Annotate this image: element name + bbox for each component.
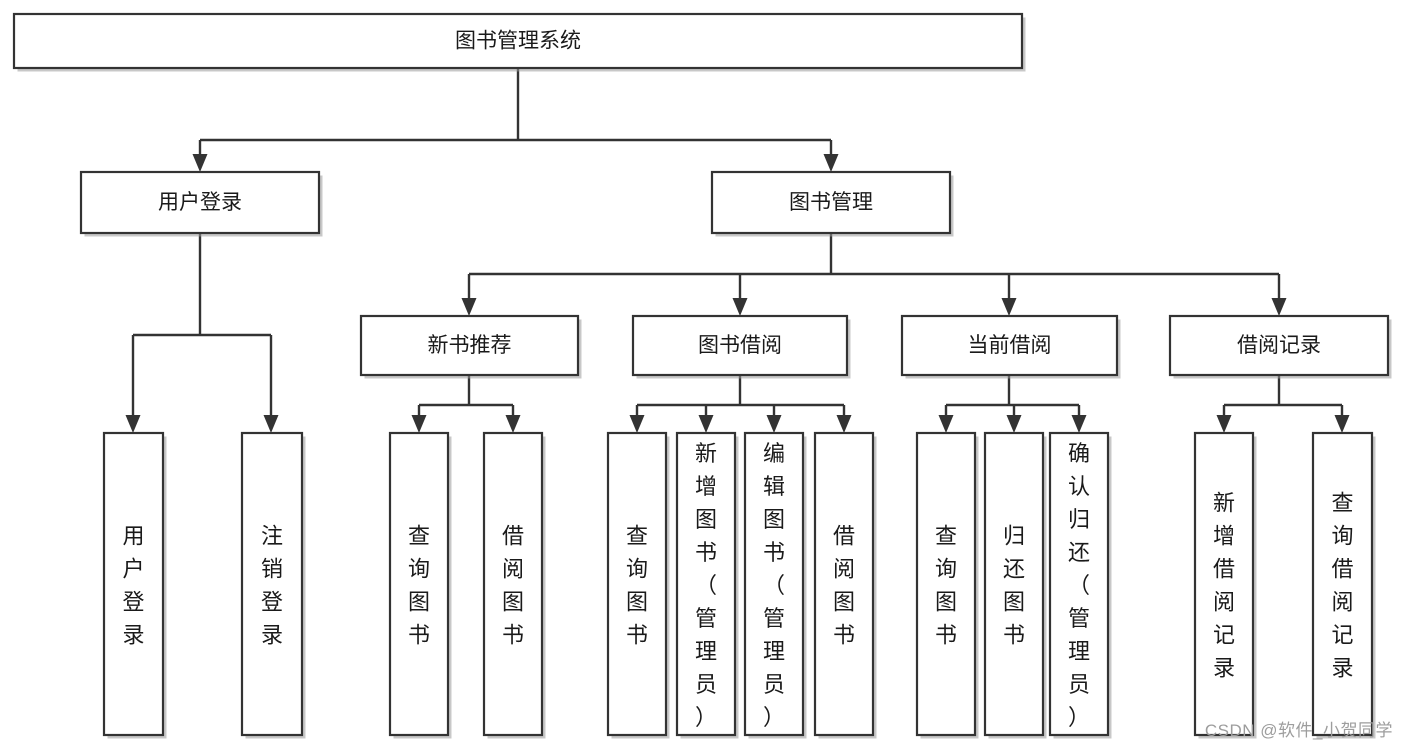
node-label: 图书管理 [789, 191, 873, 214]
node-label: 归还图书 [1003, 524, 1025, 648]
node-rect[interactable] [388, 431, 450, 737]
node-user-login[interactable]: 用户登录 [79, 170, 323, 237]
arrow-head-icon [836, 415, 852, 433]
arrow-head-icon [766, 415, 782, 433]
connector-borrow-to-leaves [629, 375, 852, 433]
arrow-head-icon [698, 415, 714, 433]
arrow-head-icon [125, 415, 141, 433]
node-label: 新书推荐 [428, 334, 512, 357]
node-rect[interactable] [1048, 431, 1110, 737]
arrow-head-icon [1271, 298, 1287, 316]
node-rect[interactable] [1193, 431, 1255, 737]
connector-current-to-leaves [938, 375, 1087, 433]
node-label: 借阅图书 [833, 524, 855, 648]
node-label: 借阅图书 [502, 524, 524, 648]
node-leaf-query-borrow-record[interactable]: 查询借阅记录 [1311, 431, 1376, 739]
connector-layer [125, 68, 1350, 433]
node-leaf-add-book-admin[interactable]: 新增图书（管理员） [675, 431, 739, 739]
node-leaf-user-login[interactable]: 用户登录 [102, 431, 167, 739]
node-rect[interactable] [240, 431, 304, 737]
node-leaf-confirm-return-admin[interactable]: 确认归还（管理员） [1048, 431, 1112, 739]
node-layer: 图书管理系统用户登录图书管理新书推荐图书借阅当前借阅借阅记录用户登录注销登录查询… [12, 12, 1392, 739]
node-leaf-edit-book-admin[interactable]: 编辑图书（管理员） [743, 431, 807, 739]
node-rect[interactable] [1168, 314, 1390, 377]
arrow-head-icon [192, 154, 208, 172]
node-rect[interactable] [743, 431, 805, 737]
connector-record-to-leaves [1216, 375, 1350, 433]
node-rect[interactable] [631, 314, 849, 377]
node-label: 查询借阅记录 [1331, 491, 1353, 681]
node-leaf-query-book-borrow[interactable]: 查询图书 [606, 431, 670, 739]
connector-user-login-to-leaves [125, 233, 279, 433]
node-leaf-query-book-cur[interactable]: 查询图书 [915, 431, 979, 739]
node-rect[interactable] [12, 12, 1024, 70]
node-label: 用户登录 [158, 191, 242, 214]
watermark-label: CSDN @软件_小贺同学 [1204, 721, 1393, 740]
node-new-book-recommend[interactable]: 新书推荐 [359, 314, 582, 379]
arrow-head-icon [938, 415, 954, 433]
node-label: 新增借阅记录 [1213, 491, 1235, 681]
arrow-head-icon [263, 415, 279, 433]
node-leaf-user-logout[interactable]: 注销登录 [240, 431, 306, 739]
arrow-head-icon [461, 298, 477, 316]
node-label: 图书管理系统 [455, 30, 581, 53]
connector-root-to-level2 [192, 68, 839, 172]
arrow-head-icon [823, 154, 839, 172]
node-rect[interactable] [675, 431, 737, 737]
node-rect[interactable] [1311, 431, 1374, 737]
arrow-head-icon [1001, 298, 1017, 316]
node-rect[interactable] [983, 431, 1045, 737]
node-label: 查询图书 [626, 524, 648, 648]
arrow-head-icon [1216, 415, 1232, 433]
connector-recommend-to-leaves [411, 375, 521, 433]
arrow-head-icon [732, 298, 748, 316]
arrow-head-icon [1071, 415, 1087, 433]
node-leaf-return-book[interactable]: 归还图书 [983, 431, 1047, 739]
node-rect[interactable] [900, 314, 1119, 377]
node-label: 查询图书 [935, 524, 957, 648]
node-leaf-query-book-rec[interactable]: 查询图书 [388, 431, 452, 739]
node-rect[interactable] [482, 431, 544, 737]
node-label: 查询图书 [408, 524, 430, 648]
node-label: 注销登录 [261, 524, 283, 648]
node-rect[interactable] [359, 314, 580, 377]
arrow-head-icon [411, 415, 427, 433]
node-label: 当前借阅 [968, 334, 1052, 357]
node-rect[interactable] [102, 431, 165, 737]
node-rect[interactable] [710, 170, 952, 235]
node-leaf-add-borrow-record[interactable]: 新增借阅记录 [1193, 431, 1257, 739]
arrow-head-icon [505, 415, 521, 433]
node-leaf-borrow-book-rec[interactable]: 借阅图书 [482, 431, 546, 739]
node-rect[interactable] [813, 431, 875, 737]
node-label: 编辑图书（管理员） [763, 441, 785, 730]
arrow-head-icon [1006, 415, 1022, 433]
arrow-head-icon [629, 415, 645, 433]
node-borrow-record[interactable]: 借阅记录 [1168, 314, 1392, 379]
node-label: 确认归还（管理员） [1068, 441, 1090, 730]
arrow-head-icon [1334, 415, 1350, 433]
connector-book-manage-to-level3 [461, 233, 1287, 316]
node-rect[interactable] [606, 431, 668, 737]
node-label: 借阅记录 [1237, 334, 1321, 357]
node-label: 图书借阅 [698, 334, 782, 357]
node-label: 用户登录 [122, 524, 144, 648]
node-book-borrow[interactable]: 图书借阅 [631, 314, 851, 379]
node-root[interactable]: 图书管理系统 [12, 12, 1026, 72]
node-book-manage[interactable]: 图书管理 [710, 170, 954, 237]
node-label: 新增图书（管理员） [695, 441, 717, 730]
node-rect[interactable] [79, 170, 321, 235]
node-rect[interactable] [915, 431, 977, 737]
node-current-borrow[interactable]: 当前借阅 [900, 314, 1121, 379]
node-leaf-borrow-book[interactable]: 借阅图书 [813, 431, 877, 739]
